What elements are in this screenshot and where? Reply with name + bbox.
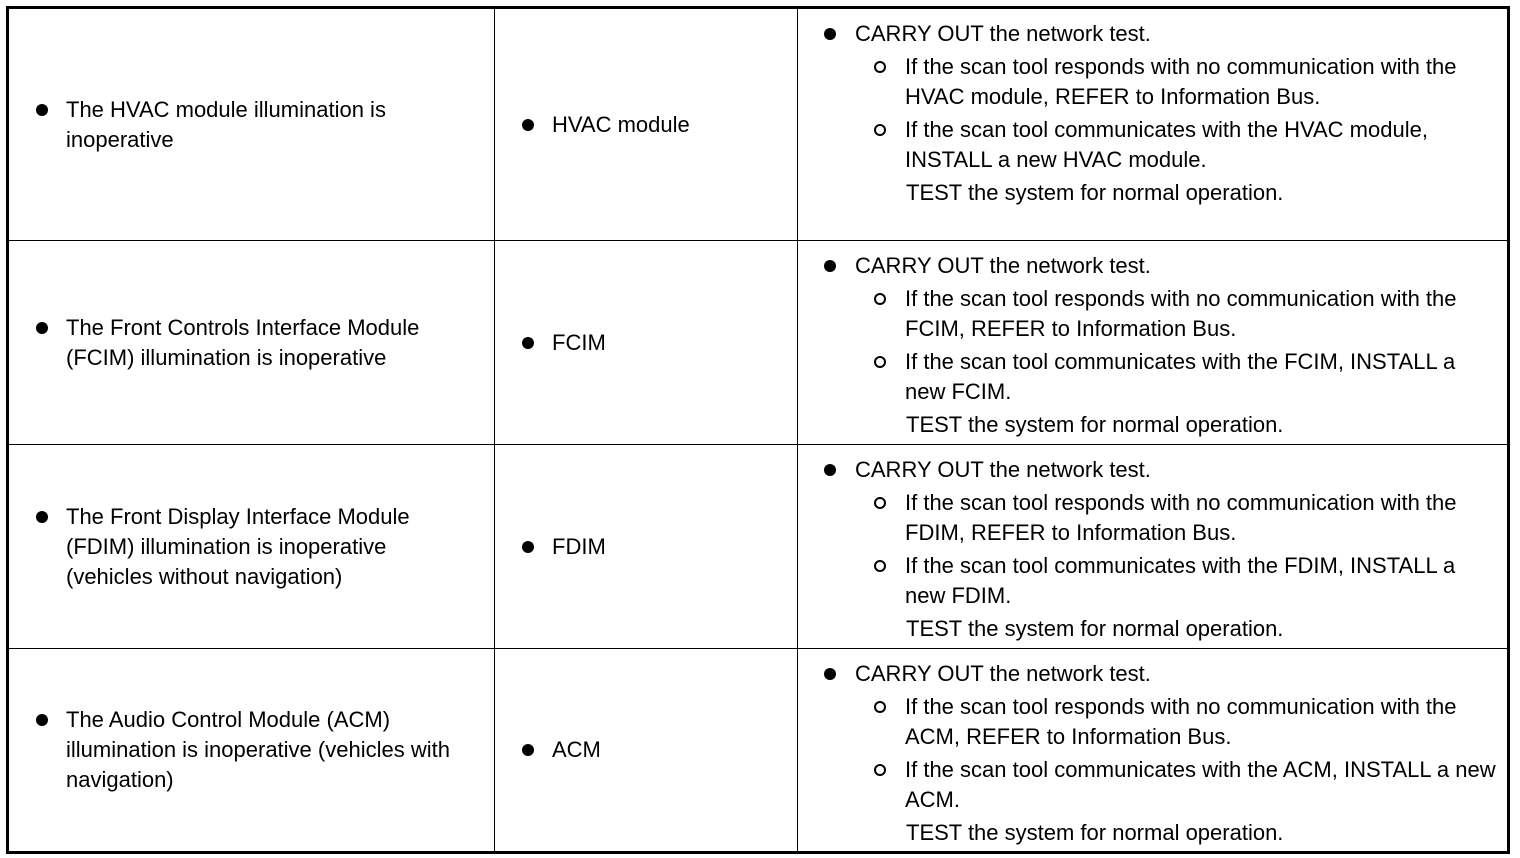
action-followup: TEST the system for normal operation. — [906, 180, 1284, 205]
action-substep: If the scan tool communicates with the H… — [798, 115, 1497, 175]
table-row: The Audio Control Module (ACM) illuminat… — [7, 648, 1509, 853]
action-substep: If the scan tool communicates with the F… — [798, 347, 1497, 407]
condition-cell: The Audio Control Module (ACM) illuminat… — [7, 648, 495, 853]
source-cell: HVAC module — [494, 7, 798, 241]
source-text: FDIM — [495, 532, 797, 562]
action-step: CARRY OUT the network test. — [798, 455, 1497, 485]
action-cell: CARRY OUT the network test. If the scan … — [797, 444, 1509, 649]
action-substep: If the scan tool communicates with the F… — [798, 551, 1497, 611]
action-substep: If the scan tool responds with no commun… — [798, 692, 1497, 752]
source-cell: FCIM — [494, 240, 798, 445]
condition-text: The Front Controls Interface Module (FCI… — [9, 313, 494, 373]
action-step: CARRY OUT the network test. — [798, 19, 1497, 49]
action-step: CARRY OUT the network test. — [798, 251, 1497, 281]
action-cell: CARRY OUT the network test. If the scan … — [797, 648, 1509, 853]
source-text: FCIM — [495, 328, 797, 358]
action-followup: TEST the system for normal operation. — [906, 412, 1284, 437]
action-cell: CARRY OUT the network test. If the scan … — [797, 240, 1509, 445]
source-text: ACM — [495, 735, 797, 765]
table-row: The Front Controls Interface Module (FCI… — [7, 240, 1509, 445]
table-row: The Front Display Interface Module (FDIM… — [7, 444, 1509, 649]
condition-text: The HVAC module illumination is inoperat… — [9, 95, 494, 155]
diagnostic-table: The HVAC module illumination is inoperat… — [6, 6, 1510, 854]
condition-cell: The Front Display Interface Module (FDIM… — [7, 444, 495, 649]
action-substep: If the scan tool responds with no commun… — [798, 52, 1497, 112]
condition-cell: The HVAC module illumination is inoperat… — [7, 7, 495, 241]
action-substep: If the scan tool communicates with the A… — [798, 755, 1497, 815]
source-cell: ACM — [494, 648, 798, 853]
action-followup: TEST the system for normal operation. — [906, 820, 1284, 845]
condition-cell: The Front Controls Interface Module (FCI… — [7, 240, 495, 445]
condition-text: The Front Display Interface Module (FDIM… — [9, 502, 494, 592]
action-followup: TEST the system for normal operation. — [906, 616, 1284, 641]
source-text: HVAC module — [495, 110, 797, 140]
action-step: CARRY OUT the network test. — [798, 659, 1497, 689]
action-substep: If the scan tool responds with no commun… — [798, 284, 1497, 344]
action-substep: If the scan tool responds with no commun… — [798, 488, 1497, 548]
action-cell: CARRY OUT the network test. If the scan … — [797, 7, 1509, 241]
condition-text: The Audio Control Module (ACM) illuminat… — [9, 705, 494, 795]
source-cell: FDIM — [494, 444, 798, 649]
table-row: The HVAC module illumination is inoperat… — [7, 7, 1509, 241]
